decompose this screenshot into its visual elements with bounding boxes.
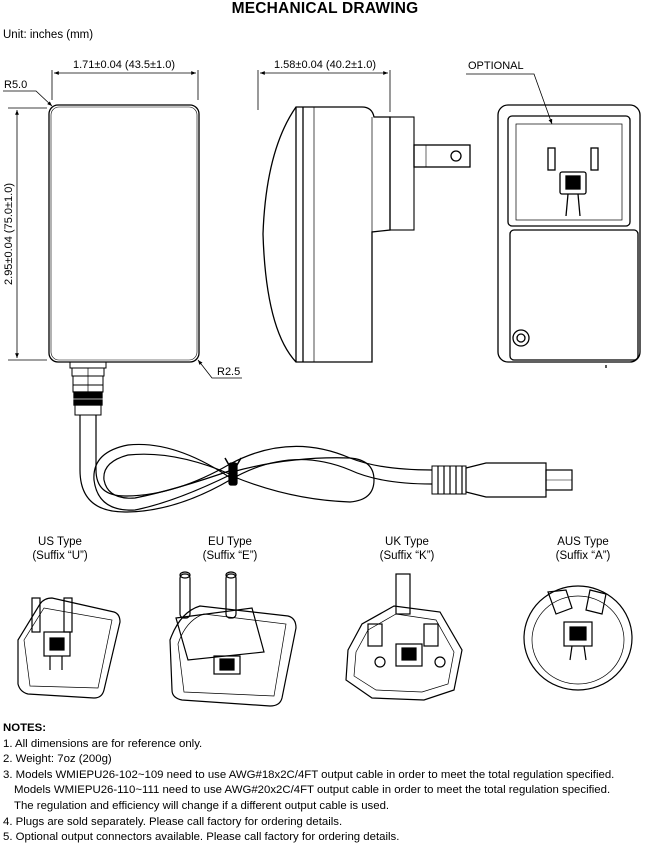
- plug-uk-type: UK Type: [385, 536, 429, 548]
- plug-us-type: US Type: [38, 536, 82, 548]
- optional-leader: [466, 73, 553, 125]
- radius-leader-bottom: [197, 359, 242, 379]
- plug-aus-type: AUS Type: [557, 536, 609, 548]
- dim-side-width-label: 1.58±0.04 (40.2±1.0): [274, 59, 376, 71]
- plug-eu-suffix: (Suffix “E”): [202, 550, 258, 562]
- plug-us-suffix: (Suffix “U”): [32, 550, 88, 562]
- plug-label-us: US Type (Suffix “U”): [0, 535, 125, 563]
- back-view: [497, 104, 641, 368]
- plug-eu-drawing: [169, 571, 297, 707]
- note-item: 2. Weight: 7oz (200g): [3, 753, 112, 766]
- plug-uk-drawing: [345, 573, 463, 701]
- mechanical-drawing: 1.71±0.04 (43.5±1.0) 2.95±0.04 (75.0±1.0…: [3, 59, 641, 707]
- plug-eu-type: EU Type: [208, 536, 252, 548]
- notes-section: NOTES: 1. All dimensions are for referen…: [3, 721, 648, 846]
- optional-label: OPTIONAL: [468, 60, 524, 72]
- plug-aus-drawing: [523, 585, 633, 691]
- plug-label-aus: AUS Type (Suffix “A”): [518, 535, 648, 563]
- notes-heading: NOTES:: [3, 722, 47, 734]
- dim-front-width-label: 1.71±0.04 (43.5±1.0): [73, 59, 175, 71]
- note-item: The regulation and efficiency will chang…: [14, 799, 390, 812]
- radius-bottom-label: R2.5: [217, 366, 240, 378]
- front-view: [48, 104, 200, 416]
- plug-label-uk: UK Type (Suffix “K”): [342, 535, 472, 563]
- plug-aus-suffix: (Suffix “A”): [555, 550, 611, 562]
- plug-uk-suffix: (Suffix “K”): [379, 550, 435, 562]
- radius-leader-top: [3, 90, 53, 107]
- note-item: Models WMIEPU26-110~111 need to use AWG#…: [14, 784, 611, 797]
- unit-note: Unit: inches (mm): [3, 29, 94, 41]
- page-title: MECHANICAL DRAWING: [231, 0, 419, 17]
- output-cable: [79, 415, 573, 513]
- plug-label-eu: EU Type (Suffix “E”): [165, 535, 295, 563]
- dim-height: [8, 107, 47, 361]
- note-item: 5. Optional output connectors available.…: [3, 831, 400, 844]
- note-item: 1. All dimensions are for reference only…: [3, 737, 203, 750]
- dim-height-label: 2.95±0.04 (75.0±1.0): [3, 183, 15, 285]
- note-item: 3. Models WMIEPU26-102~109 need to use A…: [3, 768, 615, 781]
- side-view: [262, 106, 471, 363]
- dim-side-width: [257, 70, 391, 112]
- dim-front-width: [51, 70, 199, 100]
- radius-top-label: R5.0: [4, 79, 27, 91]
- plug-us-drawing: [17, 597, 121, 699]
- note-item: 4. Plugs are sold separately. Please cal…: [3, 815, 343, 828]
